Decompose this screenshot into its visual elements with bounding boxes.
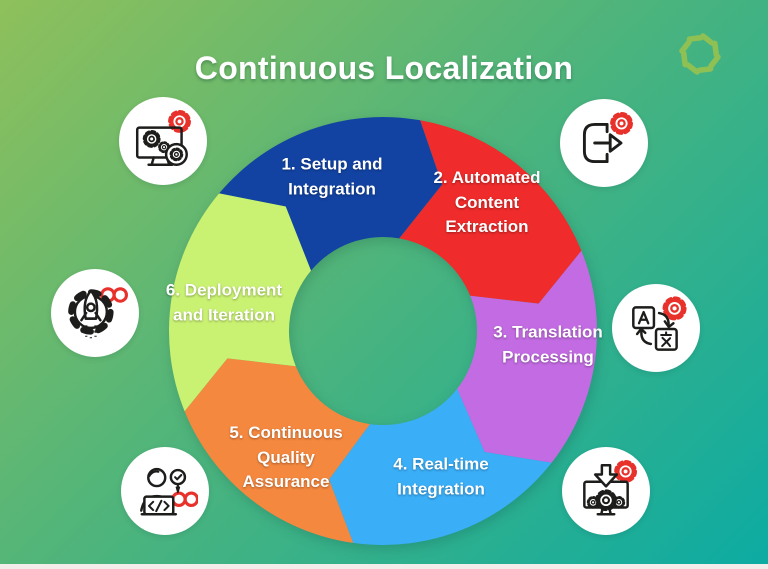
gear-accent-icon [665, 298, 685, 318]
rocket-gear-infinity-icon [68, 287, 128, 339]
infinity-accent-icon [171, 491, 198, 507]
pinwheel-logo-icon [679, 33, 721, 75]
segment-quality-assurance [184, 358, 370, 543]
developer-review-infinity-icon [140, 467, 198, 516]
icon-badge-deployment [51, 269, 139, 357]
gear-accent-icon [614, 459, 638, 483]
export-arrow-gear-icon [582, 111, 633, 164]
icon-badge-realtime [562, 447, 650, 535]
monitor-gears-icon [135, 109, 191, 166]
gear-accent-icon [610, 111, 633, 135]
icon-badge-setup [119, 97, 207, 185]
page-title: Continuous Localization [194, 50, 574, 86]
monitor-download-gears-icon [583, 459, 638, 516]
footer-strip [0, 564, 768, 569]
segment-deployment-iteration [169, 193, 311, 412]
icon-badge-translation [612, 284, 700, 372]
segment-realtime-integration [329, 388, 552, 545]
segment-translation-processing [457, 250, 597, 463]
segment-automated-extraction [399, 120, 582, 304]
segment-setup-integration [219, 117, 443, 271]
icon-badge-qa [121, 447, 209, 535]
language-translation-icon [632, 295, 689, 351]
icon-badge-extraction [560, 99, 648, 187]
